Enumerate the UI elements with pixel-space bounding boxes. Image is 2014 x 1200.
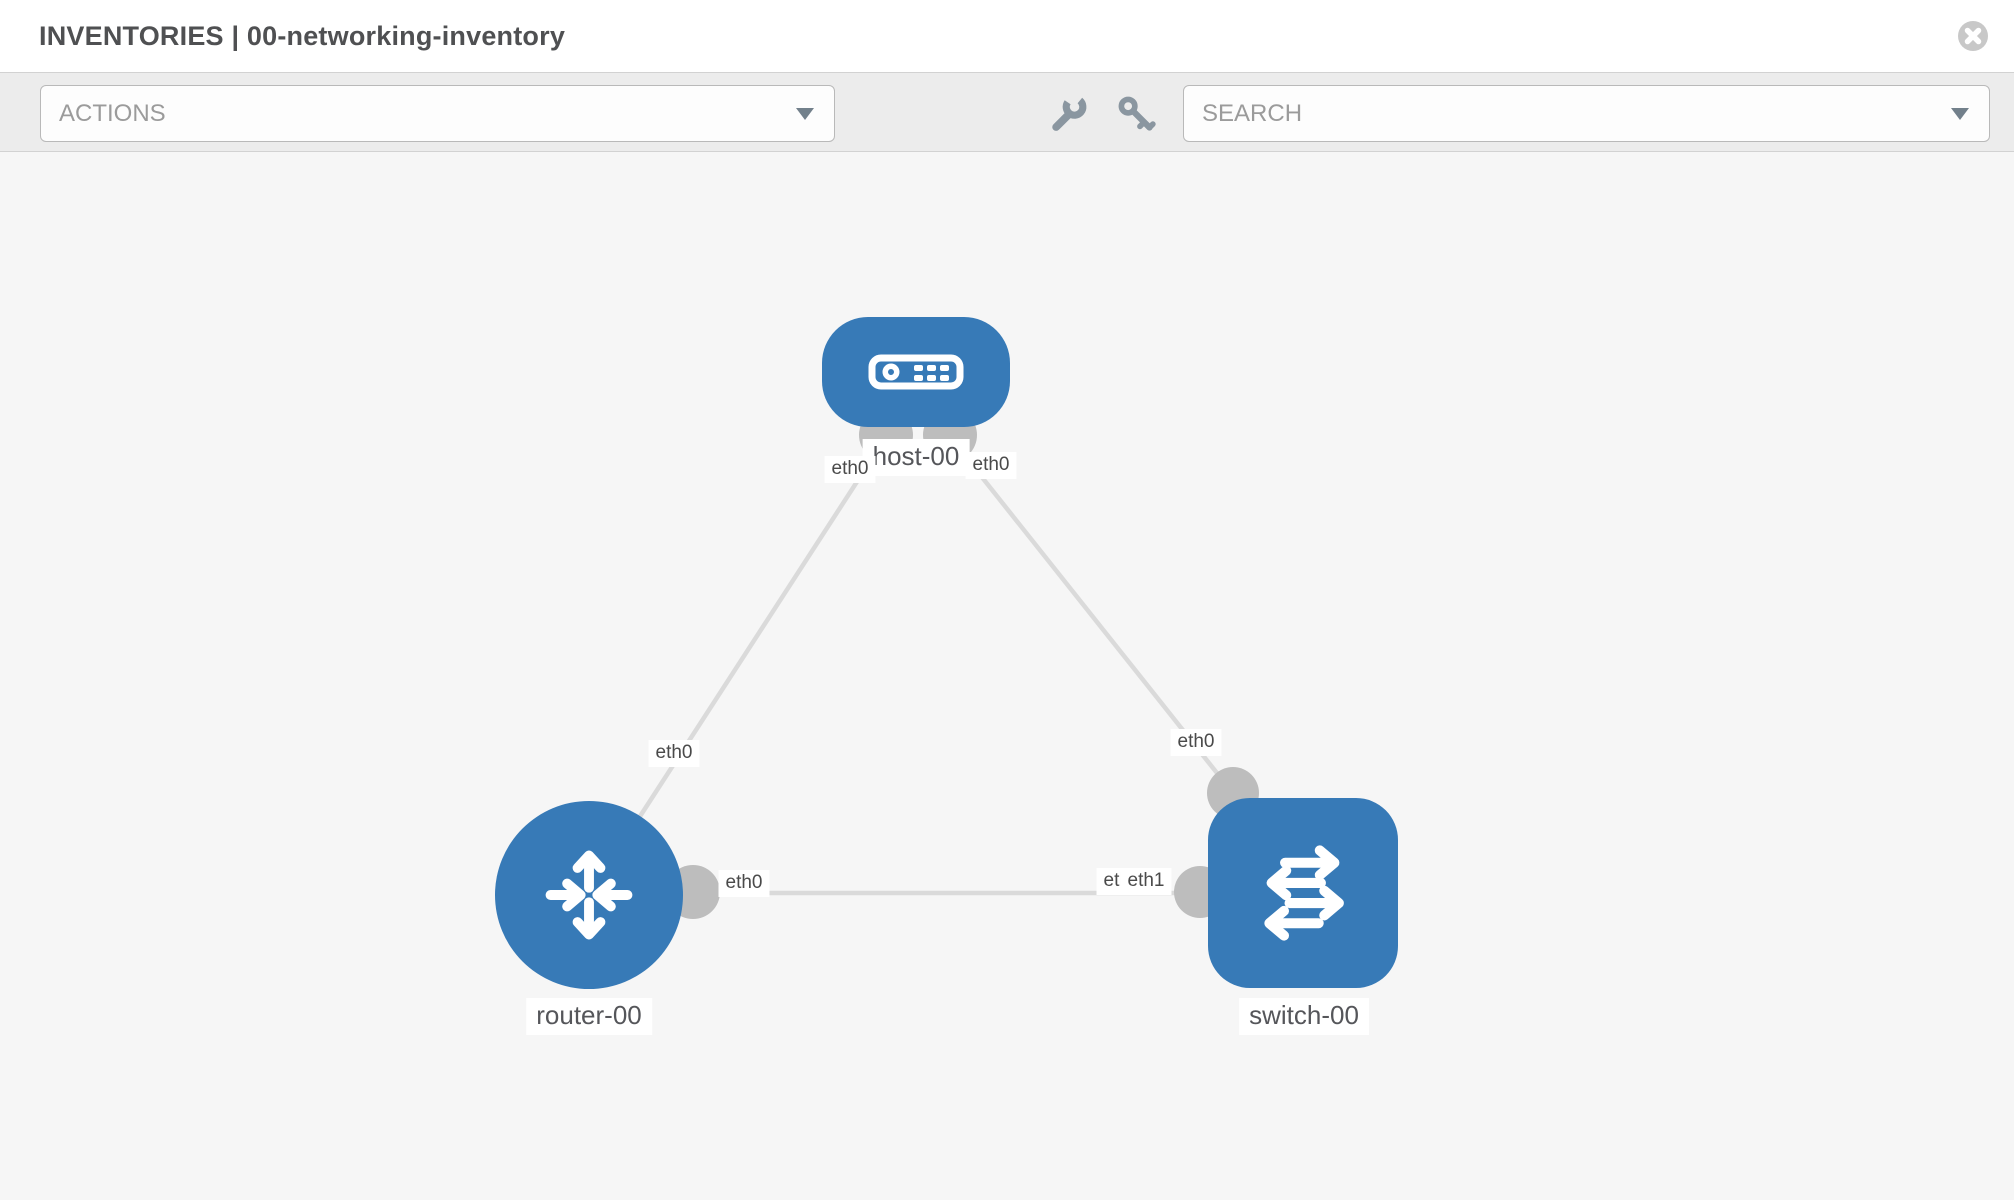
node-label-router: router-00 [526,998,652,1035]
caret-down-icon [1951,107,1969,120]
if-label-switch-eth1: eth1 [1120,868,1172,895]
actions-dropdown[interactable]: ACTIONS [40,85,835,142]
wrench-icon [1052,95,1087,131]
search-dropdown-label: SEARCH [1202,99,1303,127]
key-button[interactable] [1116,95,1156,135]
close-button[interactable] [1957,20,1989,52]
key-icon [1118,96,1156,131]
search-dropdown[interactable]: SEARCH [1183,85,1990,142]
router-icon [545,850,633,940]
node-router-00[interactable] [495,801,683,989]
tools-button[interactable] [1048,95,1088,135]
node-switch-00[interactable] [1208,798,1398,988]
if-label-link-host-router: eth0 [648,740,700,767]
node-label-switch: switch-00 [1239,998,1369,1035]
if-label-link-host-switch: eth0 [1170,729,1222,756]
topology-canvas[interactable]: host-00 router-00 switch-00 eth0 eth0 et… [0,152,2014,1200]
if-label-host-right: eth0 [965,452,1017,479]
actions-dropdown-label: ACTIONS [59,99,166,127]
caret-down-icon [796,107,814,120]
if-label-host-left: eth0 [824,456,876,483]
links-layer [587,408,1303,919]
x-circle-icon [1958,21,1988,51]
page-title: INVENTORIES | 00-networking-inventory [39,20,566,51]
toolbar: ACTIONS SEARCH [0,72,2014,152]
node-host-00[interactable] [822,317,1010,427]
if-label-router-eth0: eth0 [718,870,770,897]
host-icon [868,354,964,390]
header: INVENTORIES | 00-networking-inventory [0,0,2014,72]
switch-icon [1264,845,1344,941]
node-label-host: host-00 [862,439,970,476]
